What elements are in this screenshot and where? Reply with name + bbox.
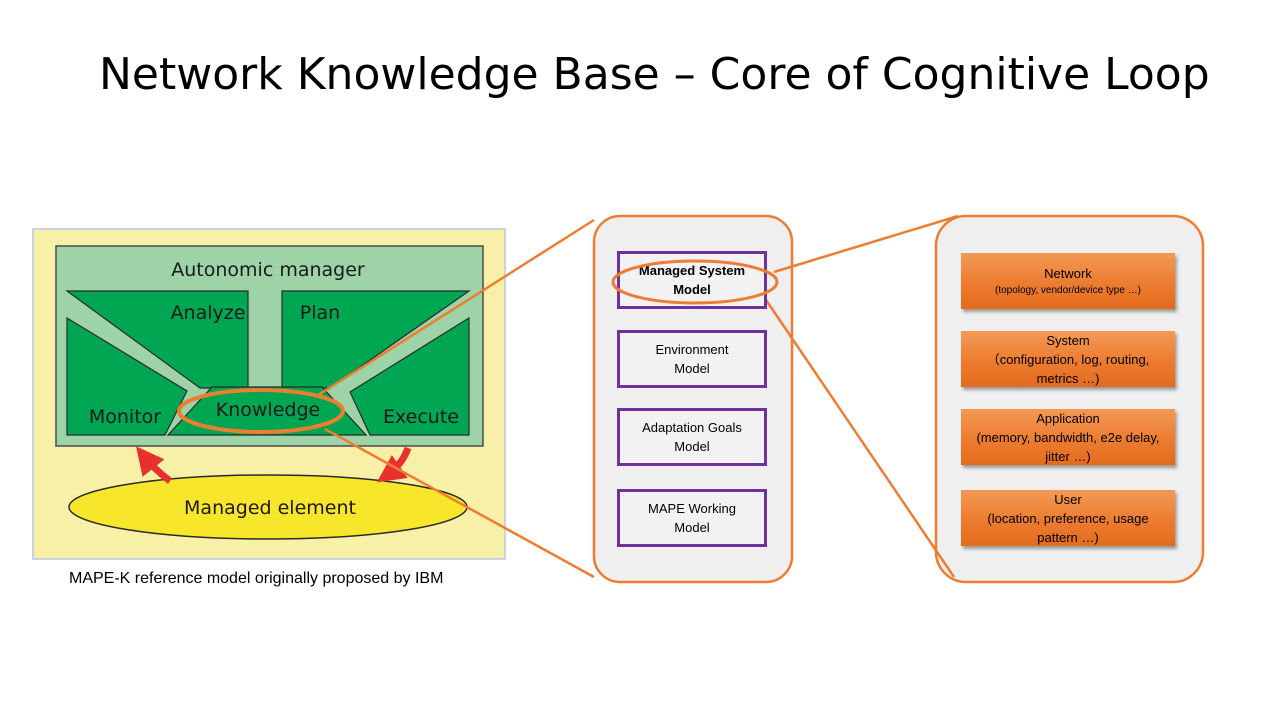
info-box-detail: (memory, bandwidth, e2e delay, jitter …) <box>976 429 1160 464</box>
plan-label: Plan <box>300 302 340 324</box>
info-box-detail: （configuration, log, routing, metrics …) <box>986 351 1150 386</box>
model-line-2: Model <box>674 439 710 454</box>
model-line-1: Managed System <box>638 263 746 278</box>
slide-title: Network Knowledge Base – Core of Cogniti… <box>99 49 1210 100</box>
analyze-label: Analyze <box>171 302 246 324</box>
mape-working-model-box: MAPE Working Model <box>617 489 767 547</box>
model-line-1: MAPE Working <box>648 501 736 516</box>
managed-element-label: Managed element <box>184 497 356 519</box>
zoom-line-knowledge-top <box>314 218 595 399</box>
network-info-box: Network (topology, vendor/device type …) <box>961 253 1175 309</box>
info-box-detail: (location, preference, usage pattern …) <box>987 510 1149 545</box>
info-box-title: User <box>1054 491 1082 507</box>
monitor-label: Monitor <box>89 406 161 428</box>
system-info-box: System （configuration, log, routing, met… <box>961 331 1175 387</box>
user-info-box: User (location, preference, usage patter… <box>961 490 1175 546</box>
model-line-2: Model <box>674 361 710 376</box>
knowledge-highlight-ring <box>177 388 345 434</box>
adaptation-goals-model-box: Adaptation Goals Model <box>617 408 767 466</box>
figure-caption: MAPE-K reference model originally propos… <box>69 570 444 587</box>
managed-system-model-box: Managed System Model <box>617 251 767 309</box>
zoom-line-knowledge-bottom <box>324 427 595 579</box>
model-line-1: Adaptation Goals <box>642 420 742 435</box>
execute-action-arrow <box>376 446 412 483</box>
info-box-detail: (topology, vendor/device type …) <box>994 284 1141 296</box>
environment-model-box: Environment Model <box>617 330 767 388</box>
monitor-feedback-arrow <box>136 446 173 484</box>
knowledge-label: Knowledge <box>216 399 320 421</box>
autonomic-manager-label: Autonomic manager <box>171 259 365 281</box>
info-box-title: System <box>1046 332 1090 348</box>
zoom-line-model-bottom <box>762 296 956 578</box>
execute-label: Execute <box>383 406 459 428</box>
model-line-1: Environment <box>655 342 729 357</box>
info-box-title: Network <box>1044 265 1092 281</box>
zoom-line-model-top <box>773 214 959 274</box>
info-box-title: Application <box>1036 410 1100 426</box>
mapek-figure: Autonomic manager Analyze Plan Monitor K… <box>32 228 506 560</box>
model-line-2: Model <box>673 282 711 297</box>
execute-quadrant <box>349 316 470 436</box>
model-line-2: Model <box>674 520 710 535</box>
monitor-quadrant <box>66 316 188 436</box>
application-info-box: Application (memory, bandwidth, e2e dela… <box>961 409 1175 465</box>
